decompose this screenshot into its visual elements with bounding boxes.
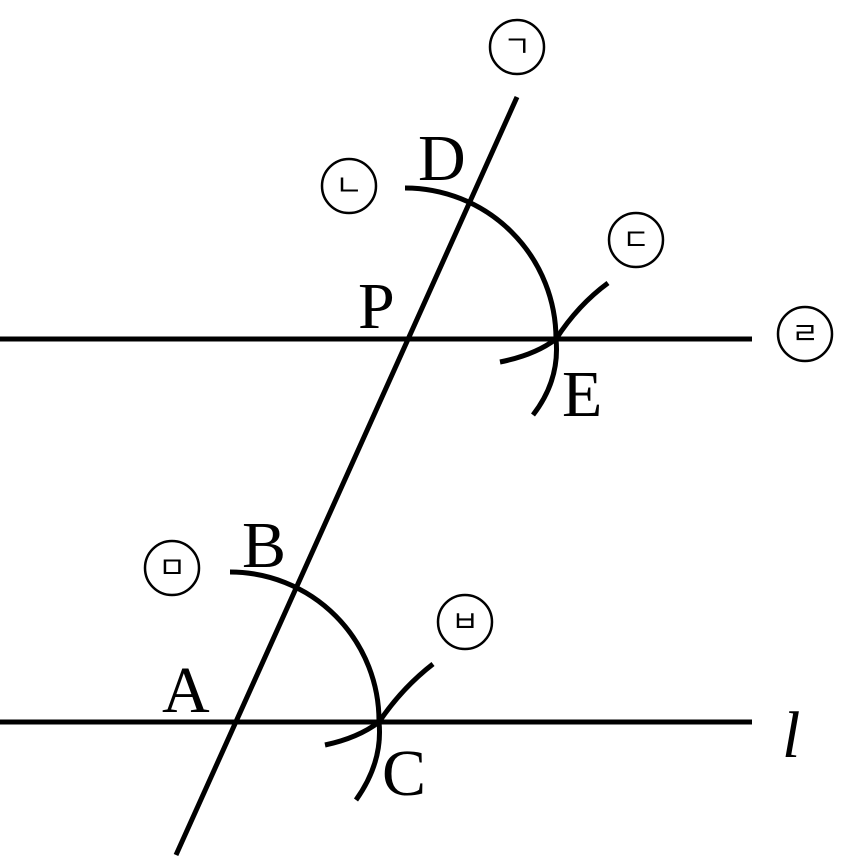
label-c: C [382, 737, 426, 810]
step-marker-4-text: ㄹ [791, 317, 819, 352]
arc-lower-big [229, 569, 382, 723]
arc-lower-small-left [324, 719, 381, 748]
arc-upper-big [404, 185, 559, 340]
step-marker-2-text: ㄴ [335, 169, 363, 204]
step-marker-3-text: ㄷ [622, 223, 650, 258]
arc-upper-small-left [499, 336, 558, 365]
label-a: A [162, 654, 210, 727]
step-marker-3: ㄷ [607, 211, 665, 269]
step-marker-4: ㄹ [776, 305, 834, 363]
arc-lower-small-right [376, 662, 435, 724]
transversal-line [173, 95, 520, 857]
step-marker-5: ㅁ [143, 539, 201, 597]
step-marker-5-text: ㅁ [158, 551, 186, 586]
arc-upper-small-down [531, 338, 559, 417]
label-d: D [418, 122, 466, 195]
label-p: P [358, 270, 395, 343]
arc-lower-small-down [353, 721, 382, 802]
label-line-l: l [782, 699, 800, 772]
arc-upper-small-right [553, 280, 610, 341]
label-b: B [242, 509, 286, 582]
label-e: E [562, 358, 602, 431]
step-marker-6-text: ㅂ [451, 605, 479, 640]
step-marker-1: ㄱ [488, 18, 546, 76]
step-marker-2: ㄴ [320, 157, 378, 215]
step-marker-6: ㅂ [436, 593, 494, 651]
step-marker-1-text: ㄱ [503, 30, 531, 65]
